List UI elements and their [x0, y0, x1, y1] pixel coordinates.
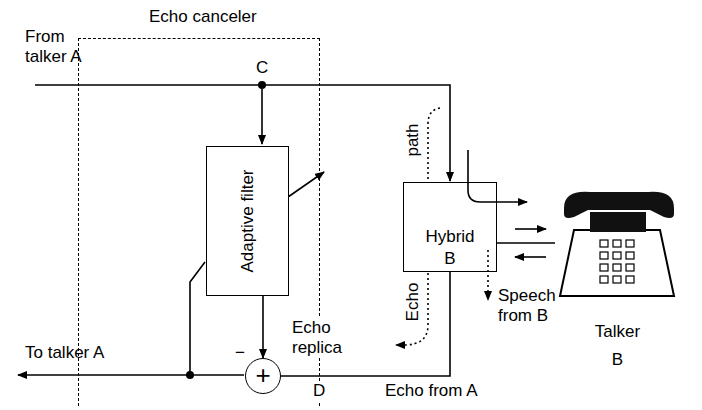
adaptive-filter-box: Adaptive filter: [206, 146, 289, 296]
hybrid-box: HybridB: [403, 182, 497, 272]
connector: [281, 272, 450, 376]
path-label: path: [403, 123, 423, 156]
node-text: Talker: [555, 322, 680, 342]
signal-curve: [468, 150, 527, 202]
speech-path: [487, 250, 489, 300]
node-text: +: [255, 362, 270, 388]
adjust-arrow: [288, 172, 324, 197]
node-text: Hybrid: [404, 227, 496, 247]
node-text: B: [555, 350, 680, 370]
summing-junction: +: [245, 358, 281, 394]
from-phone-arrow: [515, 256, 546, 258]
signal-label: Speech from B: [498, 286, 572, 326]
signal-label: Echo from A: [385, 381, 478, 401]
connector: [497, 242, 555, 244]
junction-dot: [186, 371, 194, 379]
echo-path-bottom: [396, 273, 428, 345]
echo-path-top: [428, 108, 440, 180]
to-phone-arrow: [515, 228, 546, 230]
signal-label: Echo replica: [290, 318, 358, 358]
filter-input: [261, 89, 263, 144]
node-text: B: [404, 249, 496, 269]
sign-label: −: [235, 343, 245, 363]
point-label: C: [256, 58, 268, 78]
connector: [262, 296, 264, 358]
junction-dot: [258, 81, 266, 89]
node-text: Echo canceler: [149, 7, 257, 27]
label-text: From talker A: [25, 27, 97, 67]
point-label: D: [311, 381, 327, 401]
node-text: Adaptive filter: [238, 170, 258, 273]
error-feedback: [190, 262, 205, 375]
label-text: To talker A: [25, 343, 104, 363]
output-line: [18, 374, 244, 376]
echo-canceler-region: Adaptive filter+Echo canceler: [78, 38, 320, 406]
path-label: Echo: [403, 283, 423, 322]
telephone-icon: [560, 192, 674, 296]
telephone-node: TalkerB: [555, 182, 680, 372]
